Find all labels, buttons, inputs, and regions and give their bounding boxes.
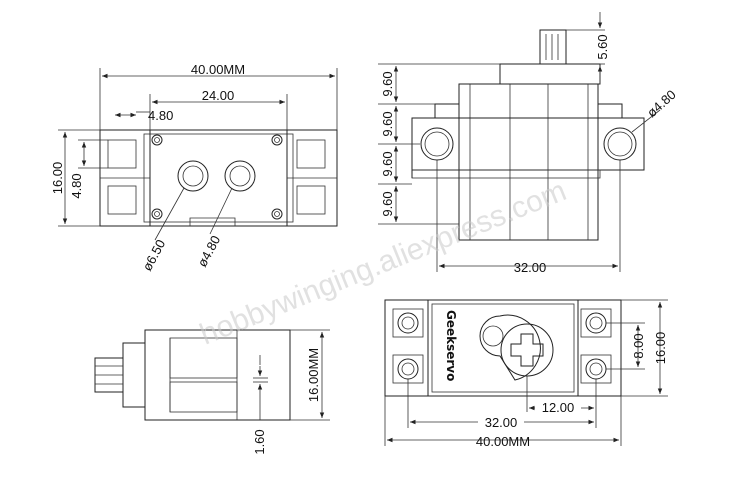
top-left-small-label: 4.80 [69, 173, 84, 198]
seg3-label: 9.60 [380, 151, 395, 176]
small-hole-icon [224, 160, 256, 192]
flange-hole-left-icon [420, 127, 454, 161]
large-hole-icon [177, 160, 209, 192]
side-spacing-label: 32.00 [514, 260, 547, 275]
front-vertical-small: 8.00 [631, 333, 646, 358]
mount-hole-bl-icon [397, 358, 419, 380]
seg1-label: 9.60 [380, 71, 395, 96]
front-spacing-label: 32.00 [485, 415, 518, 430]
front-view-body [384, 299, 622, 397]
mount-hole-tl-icon [397, 312, 419, 334]
output-gear-icon [500, 323, 554, 377]
top-inner-label: 24.00 [202, 88, 235, 103]
flange-hole-right-icon [603, 127, 637, 161]
hole-label: ø4.80 [644, 87, 679, 120]
shaft-label: 5.60 [595, 34, 610, 59]
top-height-label: 16.00 [50, 162, 65, 195]
front-vertical-big: 16.00 [653, 332, 668, 365]
end-small-label: 1.60 [252, 429, 267, 454]
mount-hole-br-icon [585, 358, 607, 380]
end-view: 16.00MM 1.60 [94, 329, 330, 455]
top-view: 40.00MM 24.00 4.80 16.00 4.80 ø6.50 ø4.8… [50, 62, 338, 273]
cross-shaft-icon [510, 333, 544, 367]
brand-text: Geekservo [444, 310, 458, 381]
dia-small-label: ø4.80 [194, 233, 223, 269]
seg2-label: 9.60 [380, 111, 395, 136]
front-offset-label: 12.00 [542, 400, 575, 415]
end-height-label: 16.00MM [306, 348, 321, 402]
mount-hole-tr-icon [585, 312, 607, 334]
seg4-label: 9.60 [380, 191, 395, 216]
side-view-body [458, 83, 599, 241]
front-view: Geekservo 8.00 16.00 12.00 32.00 40.00MM [384, 299, 668, 449]
dia-large-label: ø6.50 [139, 237, 168, 273]
output-shaft [539, 29, 567, 65]
front-width-label: 40.00MM [476, 434, 530, 449]
top-width-label: 40.00MM [191, 62, 245, 77]
top-small-label: 4.80 [148, 108, 173, 123]
side-view-flange [411, 117, 645, 171]
